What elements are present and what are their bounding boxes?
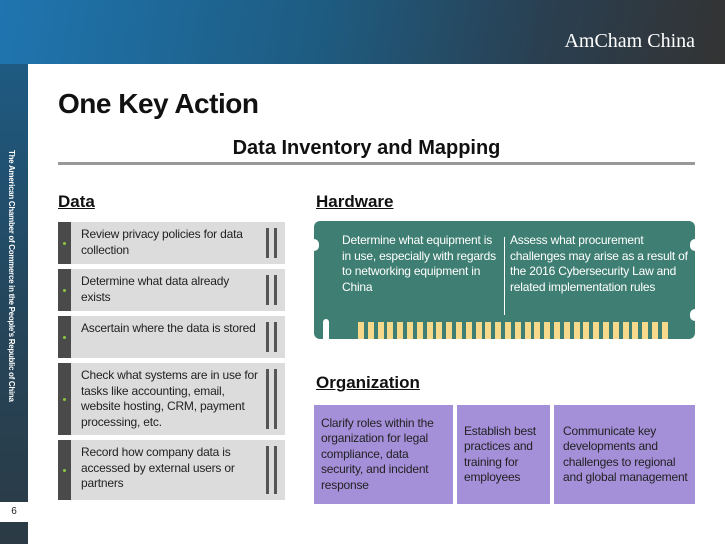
bullet-icon [63,398,66,401]
board-notch [690,309,700,321]
board-pin [446,322,453,339]
hardware-divider [504,237,505,315]
data-item: Ascertain where the data is stored [58,316,285,358]
brand-logo-text: AmCham China [564,30,695,52]
board-pin [426,322,433,339]
header-banner: AmCham China [0,0,725,64]
board-pin [583,322,590,339]
board-pin [387,322,394,339]
divider [58,162,695,165]
board-pin [632,322,639,339]
item-strip [58,269,71,311]
bullet-icon [63,469,66,472]
board-pin [397,322,404,339]
board-pin [465,322,472,339]
board-pin [436,322,443,339]
organization-item: Communicate key developments and challen… [554,405,695,504]
slide-title: One Key Action [58,88,259,119]
item-text: Determine what data already exists [81,274,230,304]
organization-heading: Organization [316,373,420,392]
board-pin [661,322,668,339]
bullet-icon [63,289,66,292]
data-list: Review privacy policies for data collect… [58,222,285,500]
board-notch [690,239,700,251]
item-strip [58,440,71,500]
double-bar-icon [266,322,277,352]
board-pin [475,322,482,339]
item-strip [58,363,71,435]
item-strip [58,316,71,358]
board-pin [514,322,521,339]
board-pin [358,322,364,339]
board-pin [377,322,384,339]
board-pin [553,322,560,339]
organization-item: Clarify roles within the organization fo… [314,405,453,504]
data-item: Record how company data is accessed by e… [58,440,285,500]
hardware-item: Determine what equipment is in use, espe… [342,233,496,294]
board-pin [455,322,462,339]
item-text: Review privacy policies for data collect… [81,227,243,257]
double-bar-icon [266,228,277,258]
item-text: Ascertain where the data is stored [81,321,256,335]
bullet-icon [63,242,66,245]
double-bar-icon [266,275,277,305]
page-number: 6 [0,502,28,522]
board-pin [524,322,531,339]
data-heading: Data [58,192,95,211]
hardware-heading: Hardware [316,192,394,211]
board-pin [495,322,502,339]
organization-item: Establish best practices and training fo… [457,405,550,504]
hardware-circuit-board: Determine what equipment is in use, espe… [309,221,700,339]
slide-subtitle: Data Inventory and Mapping [232,137,501,159]
board-pin [642,322,649,339]
data-item: Determine what data already exists [58,269,285,311]
hardware-item: Assess what procurement challenges may a… [510,233,688,294]
board-pin [573,322,580,339]
organization-name: The American Chamber of Commerce in the … [7,150,16,402]
board-pins [358,322,668,339]
data-item: Review privacy policies for data collect… [58,222,285,264]
board-pin [651,322,658,339]
board-pin [602,322,609,339]
board-pin [612,322,619,339]
double-bar-icon [266,446,277,494]
double-bar-icon [266,369,277,429]
board-pin [563,322,570,339]
board-post [323,319,329,339]
item-strip [58,222,71,264]
board-pin [485,322,492,339]
item-text: Record how company data is accessed by e… [81,445,235,490]
board-pin [534,322,541,339]
board-pin [504,322,511,339]
board-pin [544,322,551,339]
board-pin [416,322,423,339]
board-pin [622,322,629,339]
data-item: Check what systems are in use for tasks … [58,363,285,435]
item-text: Check what systems are in use for tasks … [81,368,258,429]
bullet-icon [63,336,66,339]
board-pin [593,322,600,339]
board-pin [406,322,413,339]
sidebar: The American Chamber of Commerce in the … [0,64,28,544]
board-notch [309,239,319,251]
board-pin [367,322,374,339]
